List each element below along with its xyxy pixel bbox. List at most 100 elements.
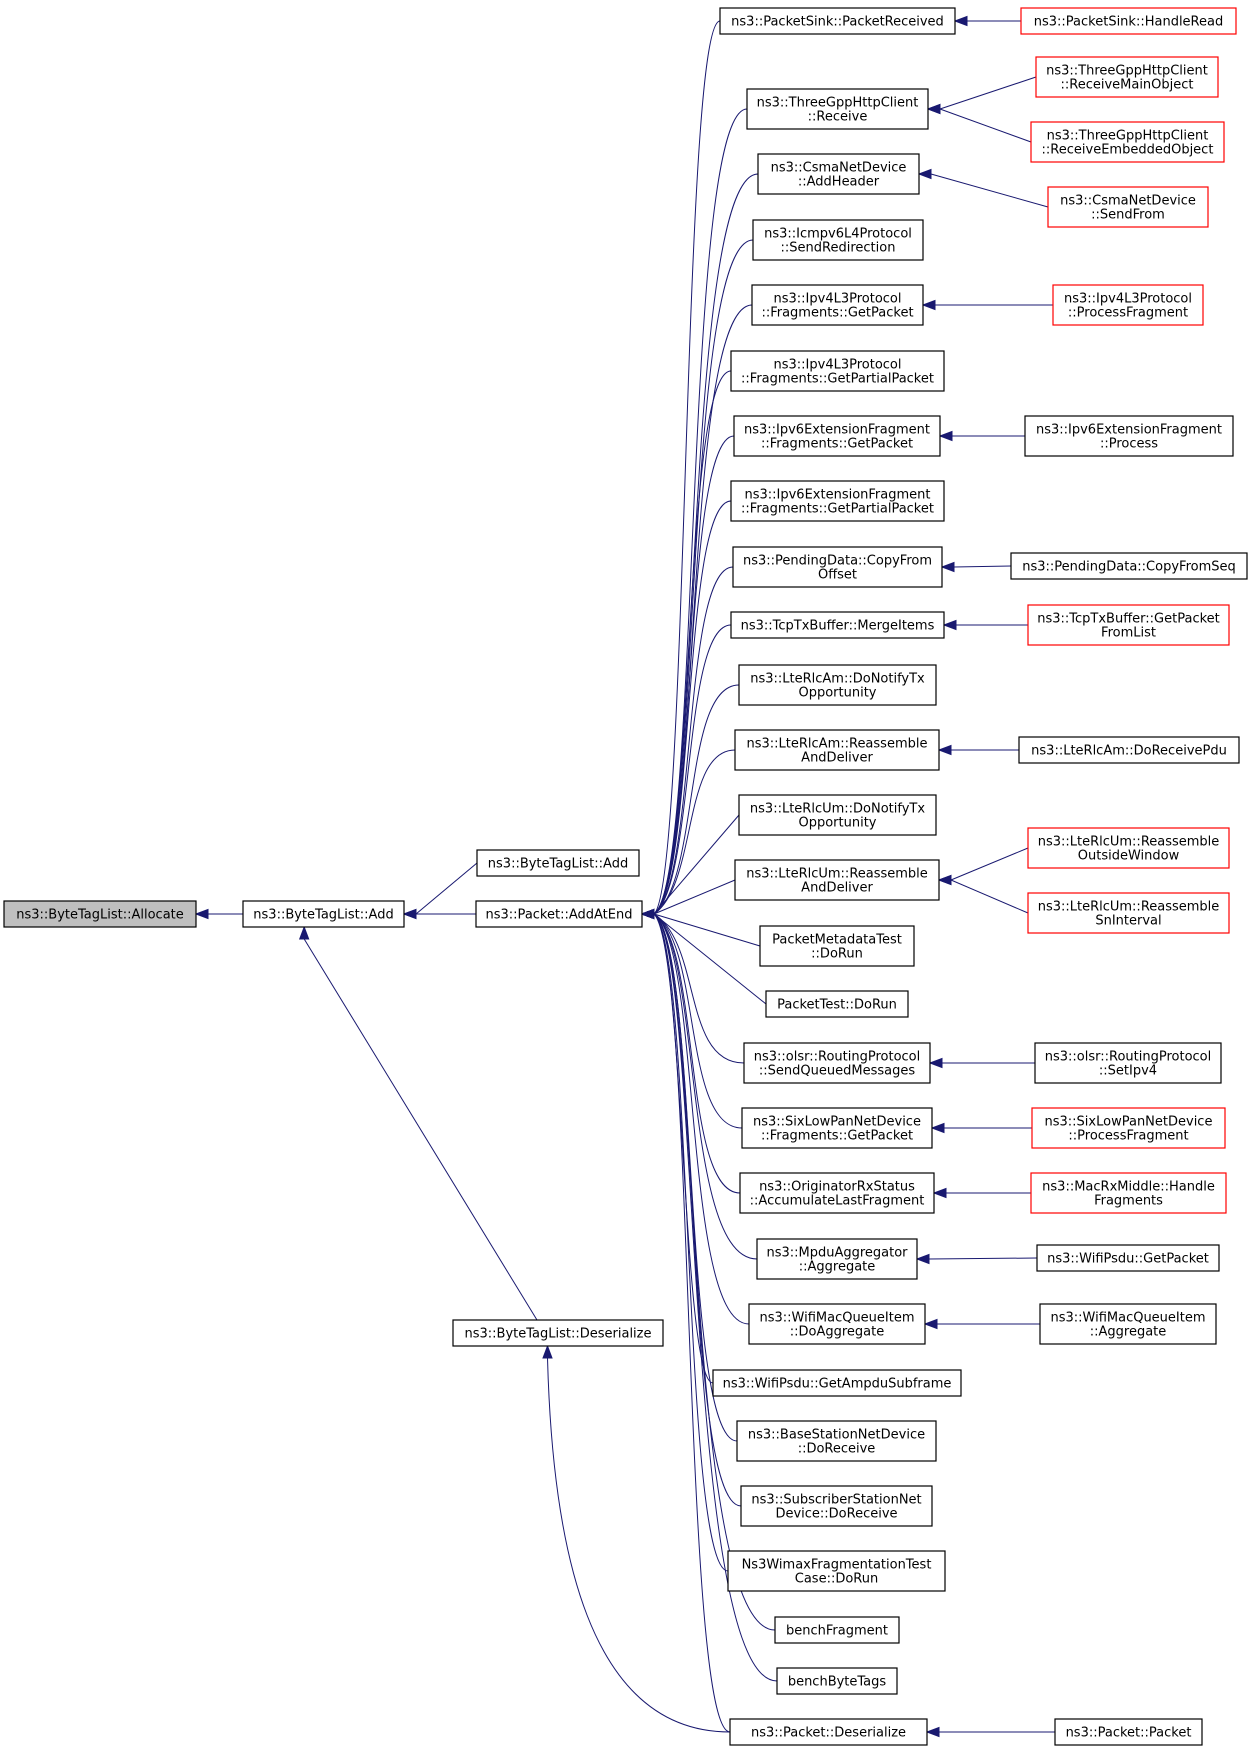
node-label: ns3::Ipv4L3Protocol <box>1064 292 1192 307</box>
node-mpdu[interactable]: ns3::MpduAggregator::Aggregate <box>756 1238 918 1280</box>
node-psdu_gas[interactable]: ns3::WifiPsdu::GetAmpduSubframe <box>712 1369 962 1397</box>
node-box <box>1047 186 1209 228</box>
node-box <box>746 88 929 130</box>
edge-line <box>653 370 732 915</box>
node-box <box>752 219 924 261</box>
arrowhead <box>928 1057 943 1069</box>
node-ps_hread[interactable]: ns3::PacketSink::HandleRead <box>1020 7 1237 35</box>
node-bbt[interactable]: benchByteTags <box>776 1667 898 1695</box>
node-label: ::Fragments::GetPartialPacket <box>741 372 934 387</box>
node-csma_send[interactable]: ns3::CsmaNetDevice::SendFrom <box>1047 186 1209 228</box>
node-alloc[interactable]: ns3::ByteTagList::Allocate <box>3 900 197 928</box>
edge-arrow <box>930 1122 1032 1134</box>
node-btl_add[interactable]: ns3::ByteTagList::Add <box>242 900 405 928</box>
node-tg_recv[interactable]: ns3::ThreeGppHttpClient::Receive <box>746 88 929 130</box>
node-ipv4_gp[interactable]: ns3::Ipv4L3Protocol::Fragments::GetPacke… <box>751 284 924 326</box>
edge-arrow <box>937 874 1029 914</box>
node-icmp[interactable]: ns3::Icmpv6L4Protocol::SendRedirection <box>752 219 924 261</box>
node-box <box>1027 604 1230 646</box>
node-label: ns3::olsr::RoutingProtocol <box>754 1050 921 1065</box>
edge-arrow <box>402 908 476 920</box>
node-orig[interactable]: ns3::OriginatorRxStatus::AccumulateLastF… <box>739 1172 935 1214</box>
node-pd_cfs[interactable]: ns3::PendingData::CopyFromSeq <box>1010 552 1248 580</box>
node-six_pf[interactable]: ns3::SixLowPanNetDevice::ProcessFragment <box>1031 1107 1226 1149</box>
arrowhead <box>953 15 968 27</box>
node-btl_deser[interactable]: ns3::ByteTagList::Deserialize <box>452 1319 664 1347</box>
node-ipv4_gpp[interactable]: ns3::Ipv4L3Protocol::Fragments::GetParti… <box>730 350 945 392</box>
node-label: ns3::CsmaNetDevice <box>771 161 907 176</box>
node-label: ns3::Packet::Packet <box>1066 1726 1192 1741</box>
node-label: ns3::WifiMacQueueItem <box>1050 1311 1205 1326</box>
node-olsr_set[interactable]: ns3::olsr::RoutingProtocol::SetIpv4 <box>1034 1042 1222 1084</box>
node-psdu_gp[interactable]: ns3::WifiPsdu::GetPacket <box>1036 1244 1220 1272</box>
node-bs_dr[interactable]: ns3::BaseStationNetDevice::DoReceive <box>736 1420 937 1462</box>
node-btl_add2[interactable]: ns3::ByteTagList::Add <box>476 849 640 877</box>
edge-line <box>653 913 745 1064</box>
edge-arrow <box>640 749 736 920</box>
node-label: ns3::Packet::Deserialize <box>751 1726 906 1741</box>
node-label: ns3::SixLowPanNetDevice <box>1045 1115 1213 1130</box>
edge-arrow <box>915 1253 1038 1265</box>
node-box <box>1031 1107 1226 1149</box>
node-box <box>1034 1042 1222 1084</box>
node-addatend[interactable]: ns3::Packet::AddAtEnd <box>475 900 643 928</box>
node-label: Offset <box>818 568 857 583</box>
node-tg_emb[interactable]: ns3::ThreeGppHttpClient::ReceiveEmbedded… <box>1030 121 1225 163</box>
node-box <box>738 794 937 836</box>
node-six_gp[interactable]: ns3::SixLowPanNetDevice::Fragments::GetP… <box>741 1107 933 1149</box>
arrowhead <box>926 103 941 115</box>
edge-line <box>653 913 750 1325</box>
edge-arrow <box>194 908 243 920</box>
node-pt[interactable]: PacketTest::DoRun <box>765 990 909 1018</box>
node-ipv6_gpp[interactable]: ns3::Ipv6ExtensionFragment::Fragments::G… <box>730 480 945 522</box>
node-ipv6_proc[interactable]: ns3::Ipv6ExtensionFragment::Process <box>1024 415 1234 457</box>
edge-line <box>653 500 732 915</box>
node-csma_add[interactable]: ns3::CsmaNetDevice::AddHeader <box>757 153 920 195</box>
node-ipv4_pf[interactable]: ns3::Ipv4L3Protocol::ProcessFragment <box>1052 284 1204 326</box>
node-ps_recv[interactable]: ns3::PacketSink::PacketReceived <box>719 7 956 35</box>
node-tcp_merge[interactable]: ns3::TcpTxBuffer::MergeItems <box>730 611 945 639</box>
node-wmq_a[interactable]: ns3::WifiMacQueueItem::Aggregate <box>1039 1303 1217 1345</box>
arrowhead <box>640 908 655 920</box>
node-label: ::SendRedirection <box>781 241 896 256</box>
node-bfrag[interactable]: benchFragment <box>774 1616 900 1644</box>
node-ss_dr[interactable]: ns3::SubscriberStationNetDevice::DoRecei… <box>740 1485 933 1527</box>
node-pkt_pkt[interactable]: ns3::Packet::Packet <box>1054 1718 1203 1746</box>
node-olsr_sqm[interactable]: ns3::olsr::RoutingProtocol::SendQueuedMe… <box>743 1042 931 1084</box>
edge-line <box>950 847 1029 881</box>
node-box <box>751 284 924 326</box>
arrowhead <box>298 925 310 940</box>
edge-arrow <box>542 1344 731 1733</box>
node-box <box>1035 56 1219 98</box>
node-label: ns3::PendingData::CopyFromSeq <box>1022 560 1236 575</box>
node-wmq_da[interactable]: ns3::WifiMacQueueItem::DoAggregate <box>748 1303 926 1345</box>
edge-arrow <box>640 908 743 1129</box>
arrowhead <box>930 1122 945 1134</box>
edge-arrow <box>953 15 1021 27</box>
edge-arrow <box>298 925 538 1321</box>
node-tg_main[interactable]: ns3::ThreeGppHttpClient::ReceiveMainObje… <box>1035 56 1219 98</box>
node-am_drp[interactable]: ns3::LteRlcAm::DoReceivePdu <box>1018 736 1240 764</box>
node-label: ns3::WifiMacQueueItem <box>759 1311 914 1326</box>
node-ipv6_gp[interactable]: ns3::Ipv6ExtensionFragment::Fragments::G… <box>733 415 941 457</box>
node-box <box>727 1550 946 1592</box>
node-box <box>741 1107 933 1149</box>
node-pmt[interactable]: PacketMetadataTest::DoRun <box>759 925 915 967</box>
node-label: ::Aggregate <box>1090 1325 1167 1340</box>
edge-line <box>653 566 734 915</box>
node-pkt_deser[interactable]: ns3::Packet::Deserialize <box>729 1718 928 1746</box>
edge-arrow <box>640 908 731 1733</box>
node-box <box>1010 552 1248 580</box>
arrowhead <box>925 1726 940 1738</box>
node-box <box>476 849 640 877</box>
